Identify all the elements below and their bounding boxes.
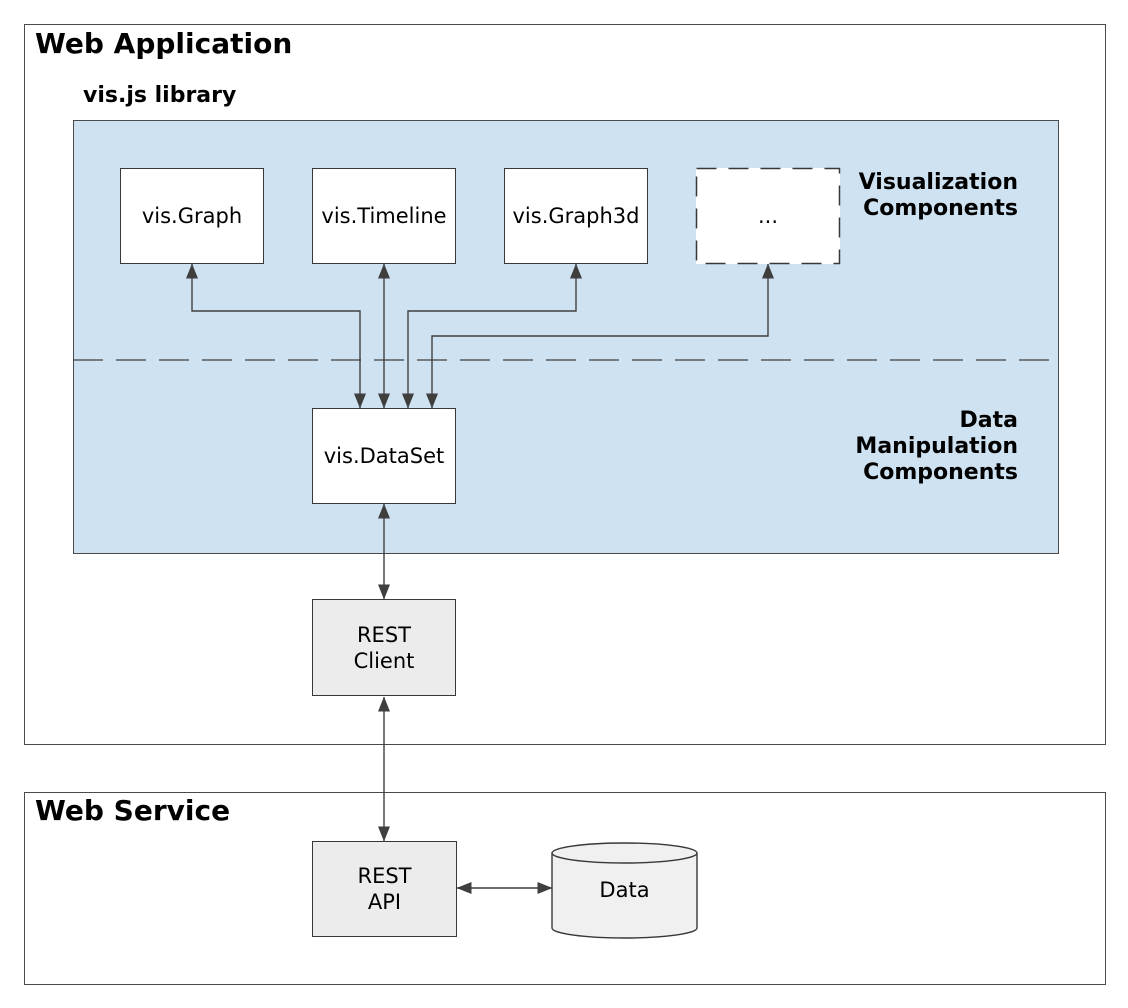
box-rest-api: REST API	[312, 841, 457, 937]
box-vis-graph3d-label: vis.Graph3d	[512, 204, 640, 228]
web-service-container	[24, 792, 1106, 985]
box-vis-timeline-label: vis.Timeline	[321, 204, 447, 228]
box-vis-graph-label: vis.Graph	[141, 204, 243, 228]
box-more-components-label: ...	[757, 204, 779, 228]
data-manipulation-components-label: Data Manipulation Components	[855, 408, 1018, 485]
visualization-components-label: Visualization Components	[858, 170, 1018, 221]
box-vis-dataset: vis.DataSet	[312, 408, 456, 504]
box-vis-dataset-label: vis.DataSet	[323, 444, 445, 468]
box-rest-client-label: REST Client	[353, 622, 415, 673]
box-rest-api-label: REST API	[357, 864, 412, 914]
box-vis-timeline: vis.Timeline	[312, 168, 456, 264]
box-rest-client: REST Client	[312, 599, 456, 696]
web-service-title: Web Service	[35, 794, 231, 827]
web-application-title: Web Application	[35, 27, 293, 60]
box-vis-graph: vis.Graph	[120, 168, 264, 264]
visjs-library-title: vis.js library	[83, 83, 237, 108]
web-application-container	[24, 24, 1106, 745]
data-store-label: Data	[599, 878, 650, 902]
box-vis-graph3d: vis.Graph3d	[504, 168, 648, 264]
